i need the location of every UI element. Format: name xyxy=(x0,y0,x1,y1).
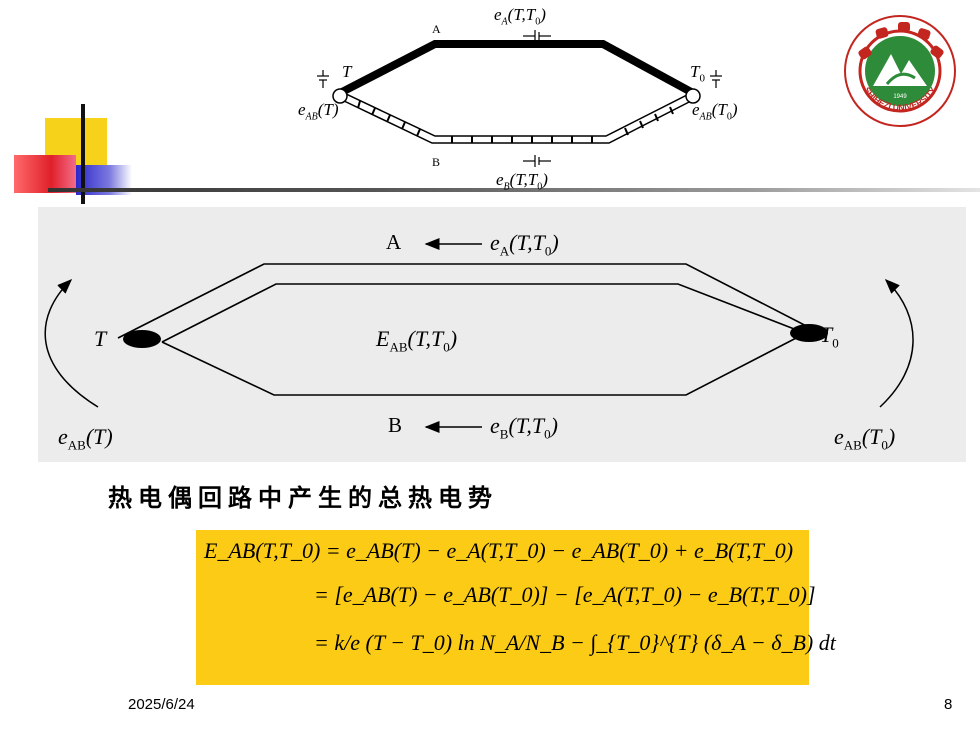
top-label-t0: T0 xyxy=(690,62,705,85)
main-emf-ab-t0: eAB(T0) xyxy=(834,424,896,453)
conductor-b-wire xyxy=(340,93,695,144)
formula-line-3: = k/e (T − T_0) ln N_A/N_B − ∫_{T_0}^{T}… xyxy=(314,630,836,655)
top-emf-ab-t: eAB(T) xyxy=(298,100,339,123)
main-label-b: B xyxy=(388,413,403,437)
formula-line-2: = [e_AB(T) − e_AB(T_0)] − [e_A(T,T_0) − … xyxy=(314,582,816,607)
footer-date: 2025/6/24 xyxy=(128,696,195,713)
section-heading: 热电偶回路中产生的总热电势 xyxy=(108,484,498,512)
emf-symbol-t0 xyxy=(710,70,722,88)
conductor-b-line xyxy=(161,334,803,396)
top-emf-a: eA(T,T0) xyxy=(494,5,546,28)
formula-box: E_AB(T,T_0) = e_AB(T) − e_A(T,T_0) − e_A… xyxy=(196,530,836,685)
logo-chinese-characters-mark xyxy=(858,22,944,60)
decor-red-block xyxy=(14,155,76,193)
right-curved-arrow xyxy=(879,278,914,408)
main-label-a: A xyxy=(386,230,402,254)
university-logo: 1949 SHIHEZI UNIVERSITY xyxy=(844,15,956,127)
decor-vertical-line xyxy=(81,104,85,204)
cold-junction-node xyxy=(790,324,828,342)
conductor-a-wire xyxy=(338,40,695,97)
top-label-b: B xyxy=(432,155,441,169)
emf-symbol-t xyxy=(317,70,329,88)
junction-t-node xyxy=(332,88,348,104)
conductor-a-outer xyxy=(117,263,819,339)
main-label-t0: T0 xyxy=(820,322,839,351)
thermocouple-sketch-diagram xyxy=(317,30,722,167)
thermocouple-circuit-diagram xyxy=(44,238,914,433)
top-emf-ab-t0: eAB(T0) xyxy=(692,100,738,123)
main-emf-b: eB(T,T0) xyxy=(490,413,558,442)
left-curved-arrow xyxy=(44,278,99,408)
title-divider-line xyxy=(48,188,980,192)
hot-junction-node xyxy=(123,330,161,348)
main-emf-ab-t: eAB(T) xyxy=(58,424,113,453)
main-label-t: T xyxy=(94,326,107,351)
page-number: 8 xyxy=(944,696,953,713)
top-label-t: T xyxy=(342,62,352,81)
top-emf-b: eB(T,T0) xyxy=(496,170,548,193)
logo-year: 1949 xyxy=(893,94,907,100)
main-total-emf: EAB(T,T0) xyxy=(376,326,458,355)
junction-t0-node xyxy=(685,88,701,104)
formula-line-1: E_AB(T,T_0) = e_AB(T) − e_A(T,T_0) − e_A… xyxy=(204,538,794,563)
main-emf-a: eA(T,T0) xyxy=(490,230,559,259)
emf-symbol-a xyxy=(523,30,551,42)
conductor-a-inner xyxy=(161,283,803,343)
top-label-a: A xyxy=(432,22,441,36)
emf-symbol-b xyxy=(523,155,551,167)
